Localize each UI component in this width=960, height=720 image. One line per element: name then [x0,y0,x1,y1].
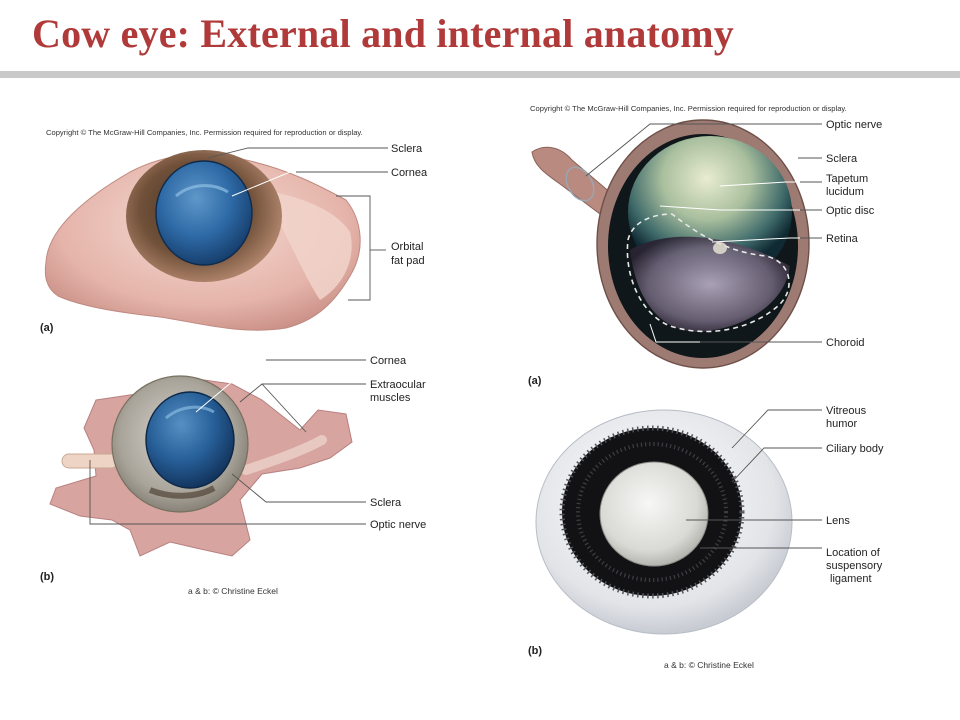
label-suspensory-ligament-line3: ligament [830,573,872,585]
external-anatomy-section: Copyright © The McGraw-Hill Companies, I… [40,128,428,596]
photo-eye-with-fat-pad [44,150,361,331]
slide-title: Cow eye: External and internal anatomy [32,11,734,56]
title-divider [0,71,960,78]
panel-a-tag-left: (a) [40,322,54,334]
panel-b-tag-right: (b) [528,645,542,657]
photo-credit-left: a & b: © Christine Eckel [188,586,278,596]
label-optic-disc: Optic disc [826,205,875,217]
copyright-notice-right: Copyright © The McGraw-Hill Companies, I… [530,104,847,113]
photo-eye-interior [531,119,810,369]
copyright-notice-left: Copyright © The McGraw-Hill Companies, I… [46,128,363,137]
label-choroid: Choroid [826,337,865,349]
label-cornea-a: Cornea [391,167,428,179]
label-sclera-right: Sclera [826,153,858,165]
photo-credit-right: a & b: © Christine Eckel [664,660,754,670]
label-optic-nerve-a: Optic nerve [826,119,882,131]
label-cornea-b: Cornea [370,355,407,367]
photo-eye-with-muscles [49,375,353,557]
label-extraocular-muscles-line1: Extraocular [370,379,426,391]
label-sclera-b: Sclera [370,497,402,509]
labels-external-b: Cornea Extraocular muscles Sclera Optic … [40,355,426,596]
label-suspensory-ligament-line1: Location of [826,547,881,559]
label-tapetum-lucidum-line1: Tapetum [826,173,868,185]
label-ciliary-body: Ciliary body [826,443,884,455]
label-vitreous-humor-line2: humor [826,418,858,430]
photo-lens-and-ciliary-body [535,409,793,635]
labels-external-a: Sclera Cornea Orbital fat pad (a) [40,143,428,334]
panel-a-tag-right: (a) [528,375,542,387]
label-retina: Retina [826,233,859,245]
label-lens: Lens [826,515,850,527]
label-extraocular-muscles-line2: muscles [370,392,411,404]
label-suspensory-ligament-line2: suspensory [826,560,883,572]
label-optic-nerve-b: Optic nerve [370,519,426,531]
label-vitreous-humor-line1: Vitreous [826,405,867,417]
panel-b-tag-left: (b) [40,571,54,583]
label-tapetum-lucidum-line2: lucidum [826,186,864,198]
labels-internal-a: Optic nerve Sclera Tapetum lucidum Optic… [528,119,882,387]
internal-anatomy-section: Copyright © The McGraw-Hill Companies, I… [528,104,884,670]
labels-internal-b: Vitreous humor Ciliary body Lens Locatio… [528,405,884,670]
label-orbital-fat-pad-line2: fat pad [391,255,425,267]
label-orbital-fat-pad-line1: Orbital [391,241,423,253]
label-sclera-a: Sclera [391,143,423,155]
